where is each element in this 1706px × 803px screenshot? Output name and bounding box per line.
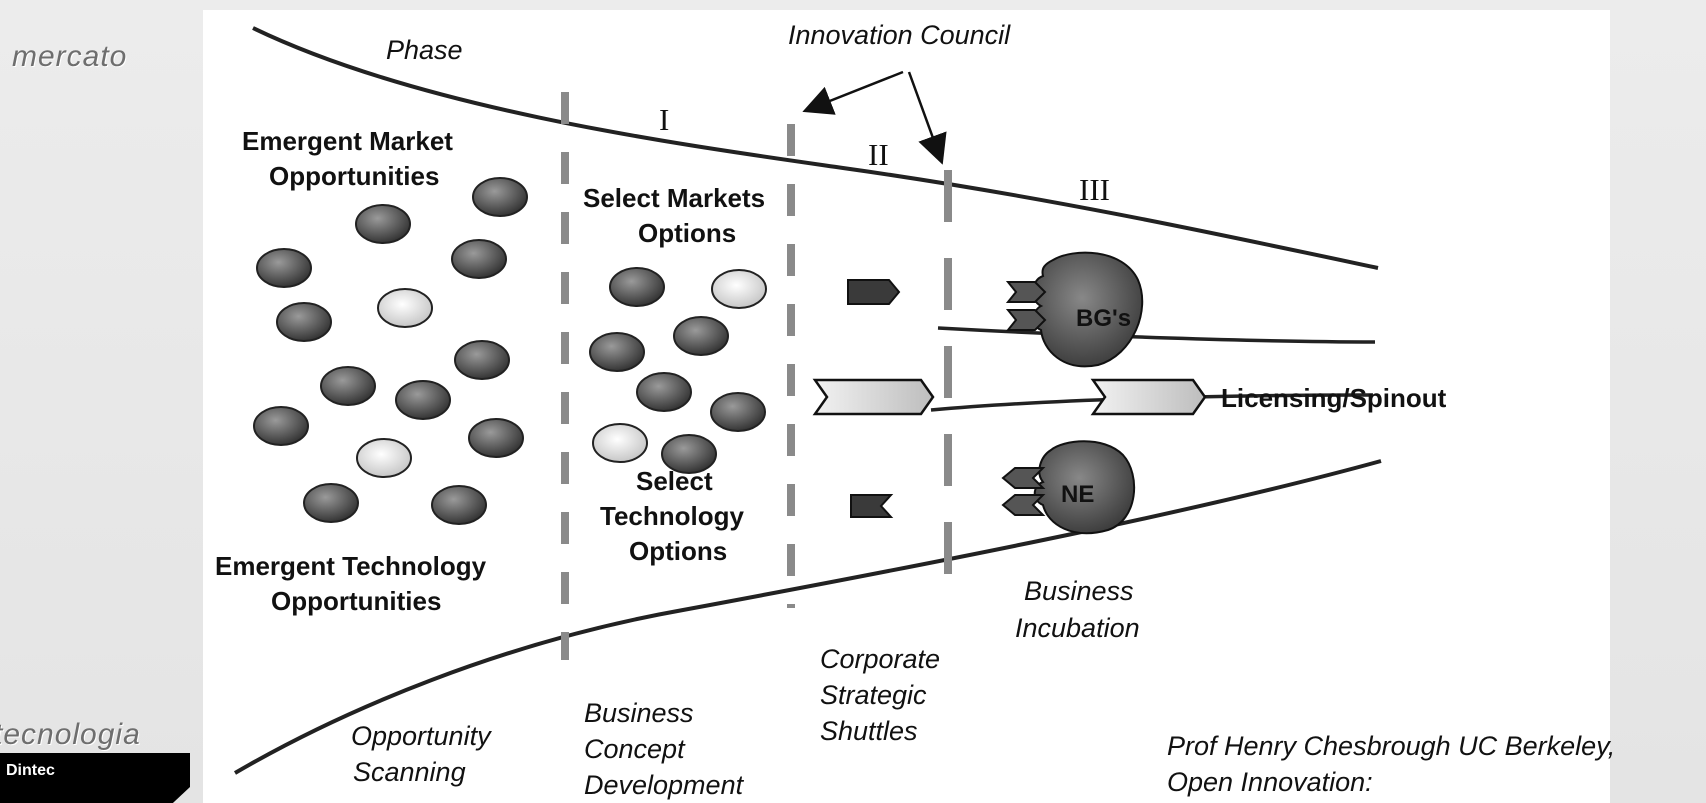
dark-dot xyxy=(589,332,645,372)
credit-line1: Prof Henry Chesbrough UC Berkeley, xyxy=(1167,731,1616,761)
dark-dot xyxy=(468,418,524,458)
dark-dot xyxy=(253,406,309,446)
select-markets-line2: Options xyxy=(638,218,736,248)
council-arrow-right xyxy=(907,71,947,165)
opportunity-dots-left xyxy=(253,177,528,525)
licensing-spinout-label: Licensing/Spinout xyxy=(1221,383,1447,413)
dark-dot xyxy=(661,434,717,474)
opportunity-scanning-line2: Scanning xyxy=(353,757,466,787)
dark-dot xyxy=(276,302,332,342)
credit-line2: Open Innovation: xyxy=(1167,767,1373,797)
dark-dot xyxy=(320,366,376,406)
business-concept-line3: Development xyxy=(584,770,745,800)
select-markets-line1: Select Markets xyxy=(583,183,765,213)
dark-dot xyxy=(395,380,451,420)
corporate-shuttles-line3: Shuttles xyxy=(820,716,918,746)
licensing-shuttle-arrow xyxy=(812,378,935,416)
business-incubation-line2: Incubation xyxy=(1015,613,1140,643)
dark-dot xyxy=(673,316,729,356)
select-technology-line3: Options xyxy=(629,536,727,566)
market-side-label: mercato xyxy=(12,40,128,73)
dark-dot xyxy=(303,483,359,523)
light-dot xyxy=(592,423,648,463)
business-incubation-line1: Business xyxy=(1024,576,1134,606)
light-dot xyxy=(356,438,412,478)
dark-dot xyxy=(451,239,507,279)
select-technology-line2: Technology xyxy=(600,501,745,531)
diagram-panel: Phase Innovation Council I II III Emerge… xyxy=(203,10,1610,803)
dark-dot xyxy=(710,392,766,432)
emergent-technology-line1: Emergent Technology xyxy=(215,551,487,581)
phase-three-numeral: III xyxy=(1079,172,1110,207)
dark-dot xyxy=(454,340,510,380)
dark-dot xyxy=(472,177,528,217)
source-credit: Prof Henry Chesbrough UC Berkeley, Open … xyxy=(1167,728,1615,800)
shuttle-arrow-right xyxy=(847,279,901,305)
light-dot xyxy=(377,288,433,328)
dark-dot xyxy=(431,485,487,525)
new-ventures-blob: NE xyxy=(1001,440,1136,535)
funnel-top-edge xyxy=(252,26,1379,270)
shuttle-arrow-left xyxy=(850,494,894,518)
opportunity-dots-middle xyxy=(589,267,767,474)
bgs-label: BG's xyxy=(1076,305,1131,332)
emergent-technology-line2: Opportunities xyxy=(271,586,441,616)
ne-label: NE xyxy=(1061,481,1094,508)
business-concept-line2: Concept xyxy=(584,734,686,764)
dark-dot xyxy=(636,372,692,412)
funnel-bottom-edge xyxy=(233,459,1382,775)
licensing-output-arrow xyxy=(1090,378,1207,416)
council-arrow-left xyxy=(802,70,904,115)
phase-one-numeral: I xyxy=(659,102,669,137)
innovation-council-label: Innovation Council xyxy=(788,20,1011,50)
phase-label: Phase xyxy=(386,35,463,65)
technology-side-label: tecnologia xyxy=(0,718,141,751)
phase-two-numeral: II xyxy=(868,137,889,172)
dintec-logo: Dintec xyxy=(0,753,190,803)
dark-dot xyxy=(355,204,411,244)
corporate-shuttles-line1: Corporate xyxy=(820,644,940,674)
dark-dot xyxy=(609,267,665,307)
opportunity-scanning-line1: Opportunity xyxy=(351,721,492,751)
corporate-shuttles-line2: Strategic xyxy=(820,680,927,710)
open-innovation-funnel-diagram: Phase Innovation Council I II III Emerge… xyxy=(215,20,1447,800)
business-concept-line1: Business xyxy=(584,698,694,728)
light-dot xyxy=(711,269,767,309)
emergent-market-line2: Opportunities xyxy=(269,161,439,191)
upper-channel-edge xyxy=(937,326,1376,344)
dark-dot xyxy=(256,248,312,288)
business-groups-blob: BG's xyxy=(1005,251,1144,368)
logo-text: Dintec xyxy=(6,762,55,779)
emergent-market-line1: Emergent Market xyxy=(242,126,453,156)
